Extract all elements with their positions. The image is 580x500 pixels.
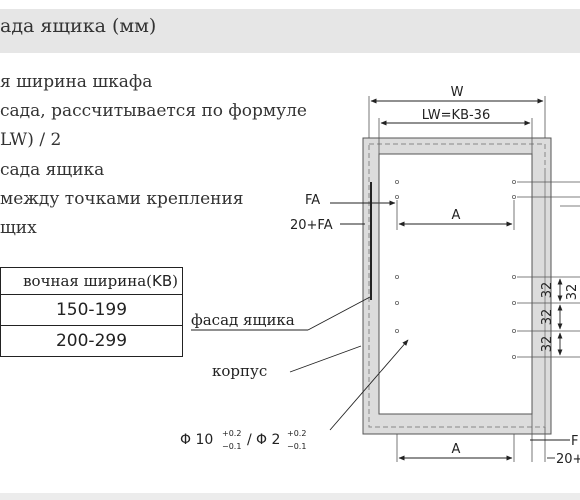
dim-20-right-label: 20+ (556, 452, 580, 467)
hole-f10-tol-down: −0.1 (222, 442, 241, 451)
dim-32-label-2: 32 (540, 309, 555, 326)
section-header: ада ящика (мм) (0, 9, 580, 53)
cabinet-inner (378, 153, 533, 415)
facade-leader (307, 296, 371, 331)
table-header-row: вочная ширина(KB) (0, 267, 183, 295)
table-row: 200-299 (0, 325, 183, 357)
description-line-4: сада ящика (0, 160, 105, 180)
holes-left (394, 179, 399, 333)
dim-a-top-label: A (452, 208, 461, 223)
table-row: 150-199 (0, 294, 183, 326)
dim-32-label-3: 32 (540, 336, 555, 353)
bottom-strip (0, 493, 580, 500)
facade-label: фасад ящика (191, 311, 295, 329)
dim-f-right-label: F (571, 434, 578, 449)
body-leader (289, 345, 362, 373)
width-table: вочная ширина(KB) 150-199 200-299 (0, 267, 183, 357)
description-line-3: LW) / 2 (0, 130, 62, 150)
dim-a-bottom-label: A (452, 442, 461, 457)
hole-f10-label: Φ 10 (180, 432, 213, 448)
hole-f2-tol-up: +0.2 (287, 429, 306, 438)
table-header-suffix: ) (172, 272, 178, 290)
table-cell: 200-299 (0, 325, 183, 357)
dim-20fa-label: 20+FA (290, 218, 333, 233)
description-line-1: я ширина шкафа (0, 72, 153, 92)
section-title: ада ящика (мм) (0, 15, 157, 37)
hole-f2-tol-down: −0.1 (287, 442, 306, 451)
holes-right (512, 179, 517, 359)
description-line-5: между точками крепления (0, 189, 244, 209)
table-header-kb: KB (152, 272, 173, 290)
hole-f10-tol-up: +0.2 (222, 429, 241, 438)
dim-32-label-4: 32 (565, 284, 580, 301)
table-header-prefix: вочная ширина( (23, 272, 152, 290)
hole-slash: / (247, 432, 252, 448)
dim-w-label: W (451, 85, 464, 100)
body-label: корпус (212, 362, 267, 380)
description-line-2: сада, рассчитывается по формуле (0, 101, 307, 121)
facade-outline (368, 143, 546, 428)
dim-lw-label: LW=KB-36 (422, 108, 490, 123)
table-cell: 150-199 (0, 294, 183, 326)
description-line-6: щих (0, 218, 37, 238)
table-header-cell: вочная ширина(KB) (0, 267, 183, 295)
hole-leader (329, 339, 409, 431)
hole-f2-label: Φ 2 (256, 432, 280, 448)
dim-32-label-1: 32 (540, 282, 555, 299)
dim-fa-label: FA (305, 193, 320, 208)
